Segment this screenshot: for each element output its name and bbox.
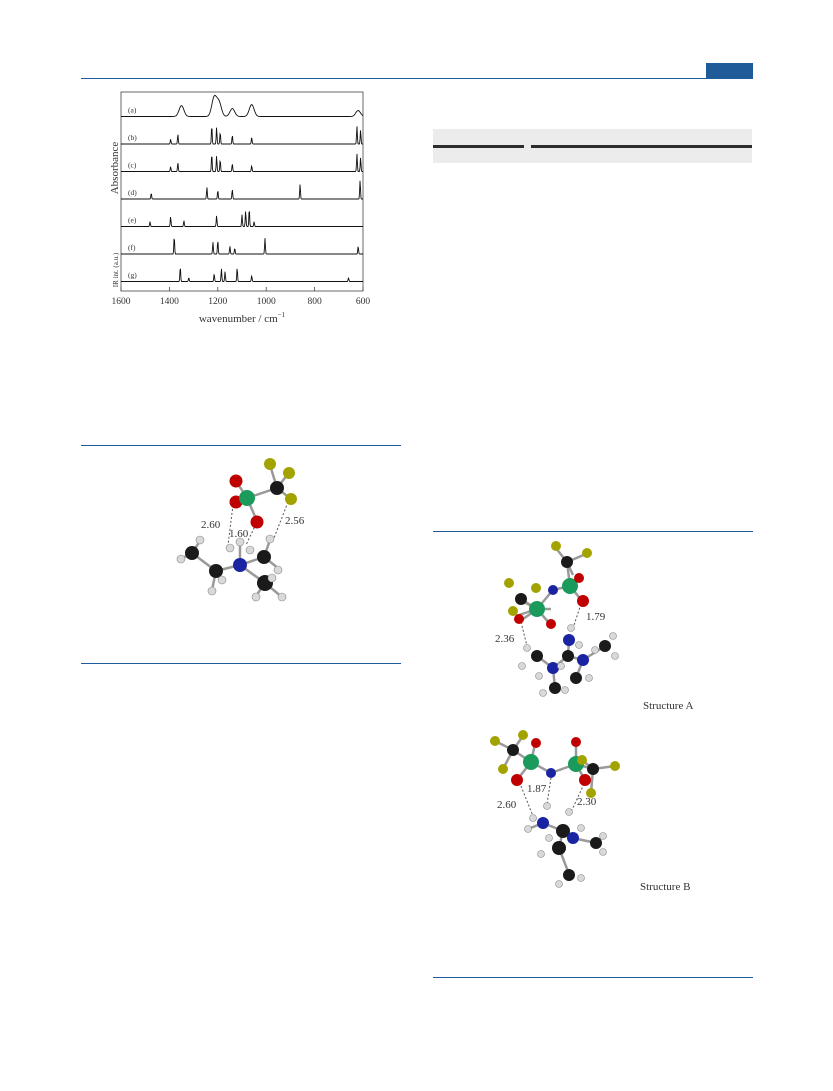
spectrum-trace xyxy=(121,180,363,200)
x-axis-label: wavenumber / cm−1 xyxy=(199,311,286,325)
trace-label: (f) xyxy=(128,243,136,252)
table-rule-left xyxy=(433,145,524,148)
spectrum-trace xyxy=(121,268,363,282)
spectrum-trace xyxy=(121,153,363,172)
distance-label: 2.30 xyxy=(577,796,597,808)
trace-label: (b) xyxy=(128,133,137,142)
molecule-structure-b: 1.87 2.60 2.30 xyxy=(490,730,620,888)
x-tick-label: 800 xyxy=(307,297,322,307)
x-tick-label: 1000 xyxy=(257,297,276,307)
x-tick-label: 600 xyxy=(356,297,371,307)
figure3-bottom-rule xyxy=(433,977,753,979)
x-tick-label: 1400 xyxy=(160,297,179,307)
trace-label: (a) xyxy=(128,106,137,115)
trace-label: (d) xyxy=(128,188,137,197)
x-tick-label: 1600 xyxy=(112,297,131,307)
ir-spectra-figure: (a) (b) (c) (d) (e) (f) (g) 1600 1400 1200 1000 80… xyxy=(109,91,371,325)
spectrum-trace xyxy=(121,210,363,227)
header-rule xyxy=(81,78,753,80)
header-tab xyxy=(706,63,753,79)
y-axis-label-ir: IR int. (a.u.) xyxy=(112,252,120,287)
figure2-bottom-rule xyxy=(81,663,401,665)
distance-label: 1.79 xyxy=(586,611,606,623)
x-tick-label: 1200 xyxy=(208,297,227,307)
trace-label: (g) xyxy=(128,271,137,280)
distance-label: 1.87 xyxy=(527,783,547,795)
figure2-top-rule xyxy=(81,445,401,447)
distance-label: 1.60 xyxy=(229,528,249,540)
plot-frame xyxy=(120,91,364,292)
distance-label: 2.36 xyxy=(495,633,515,645)
distance-label: 2.60 xyxy=(201,519,221,531)
trace-label: (c) xyxy=(128,161,137,170)
distance-label: 2.60 xyxy=(497,799,517,811)
distance-label: 2.56 xyxy=(285,515,305,527)
figure3-top-rule xyxy=(433,531,753,533)
spectrum-trace xyxy=(121,238,363,255)
spectrum-trace xyxy=(121,94,364,117)
structure-a-label: Structure A xyxy=(643,700,694,712)
spectrum-trace xyxy=(121,126,363,145)
y-axis-label: Absorbance xyxy=(109,142,121,195)
structure-b-label: Structure B xyxy=(640,881,691,893)
table-rule-right xyxy=(531,145,752,148)
molecule-figure-2: 2.60 1.60 2.56 xyxy=(176,458,305,602)
molecule-structure-a: 1.79 2.36 xyxy=(495,541,619,697)
trace-label: (e) xyxy=(128,216,137,225)
